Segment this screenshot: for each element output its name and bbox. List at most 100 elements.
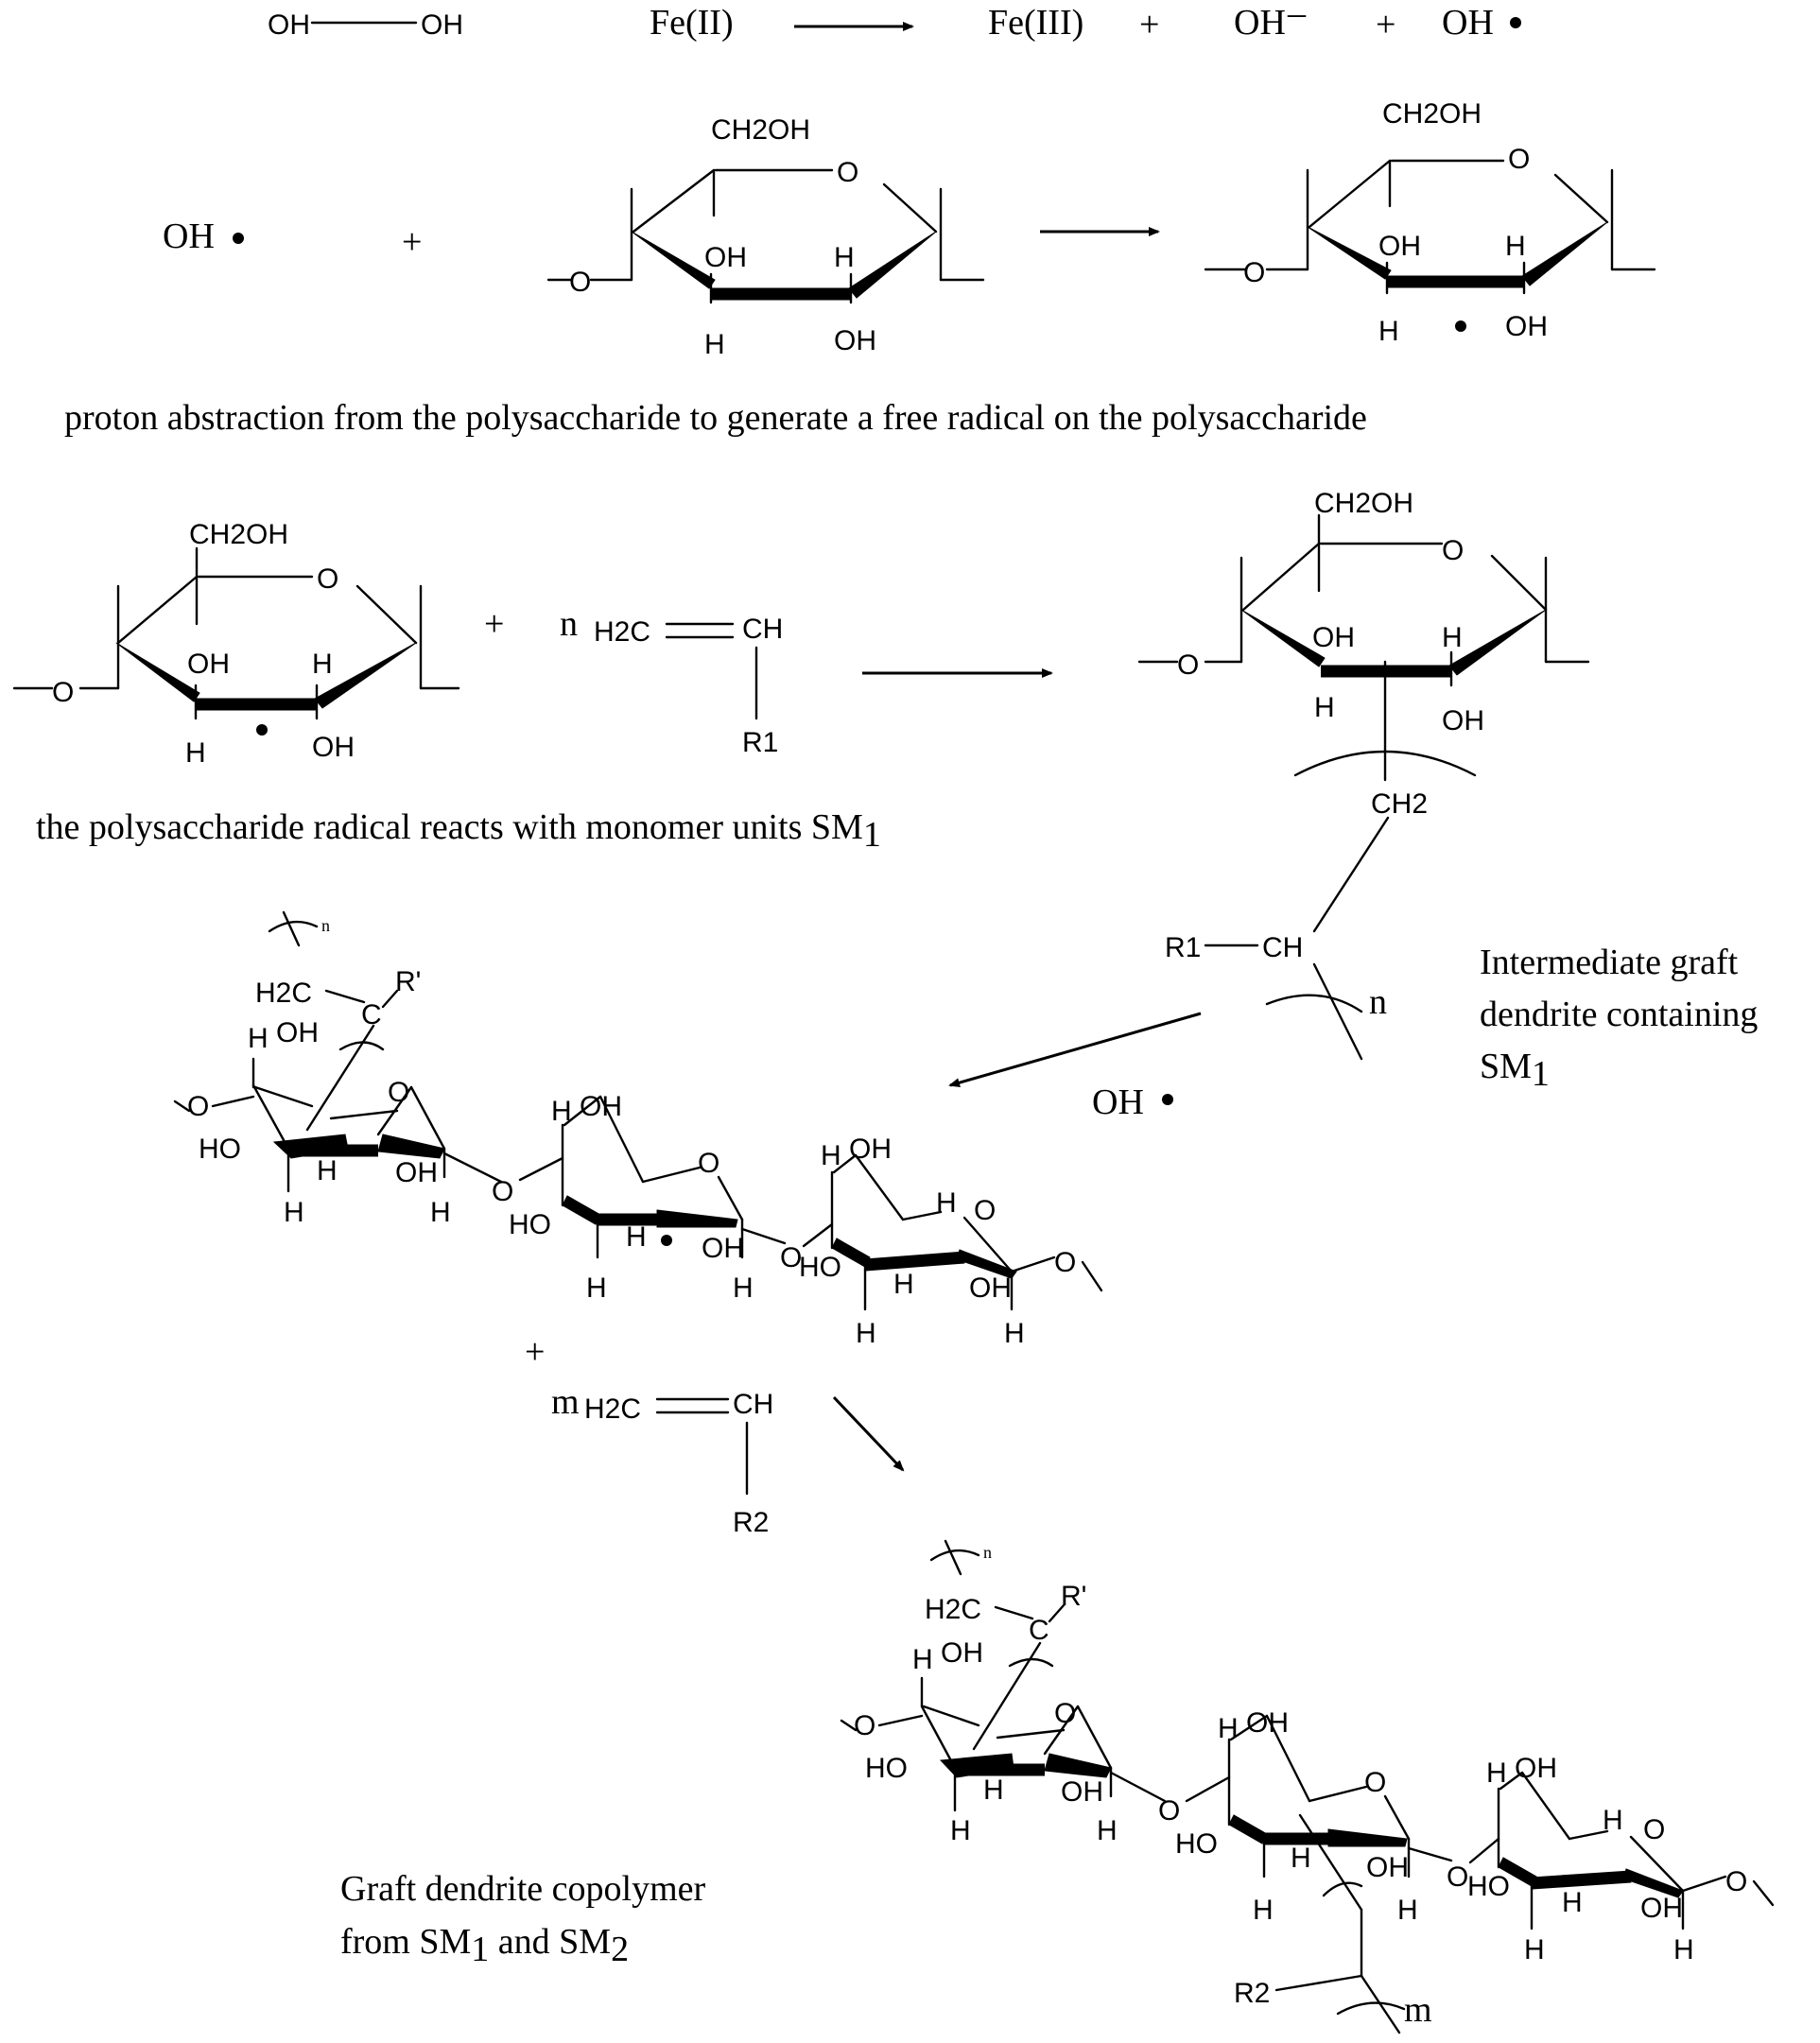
hydroxide-label: OH: [1234, 3, 1286, 43]
ch2oh-label: CH2OH: [1382, 98, 1482, 130]
c1-hydrogen: H: [733, 1273, 754, 1304]
c3-hydrogen: H: [1505, 231, 1526, 262]
c1-hydrogen: H: [1097, 1815, 1118, 1846]
graft-rprime: R': [395, 966, 421, 997]
ring-oxygen: O: [1442, 535, 1464, 566]
monomer-coefficient-m: m: [551, 1382, 580, 1422]
ch2oh-label: CH2OH: [711, 114, 810, 146]
repeat-bracket: [269, 922, 317, 931]
product-glucose-unit-1: H OH O O HO H OH H H O: [841, 1637, 1180, 1846]
hydroxyl-radical-reagent: OH: [1092, 1082, 1144, 1122]
c3-hydrogen: H: [1442, 622, 1463, 653]
glucose-unit-2-radical: H OH O HO H OH H H O: [509, 1091, 802, 1304]
hydrogen-peroxide-oh-left: OH: [268, 9, 310, 41]
graft-r2: R2: [1234, 1978, 1270, 2009]
c2-hydroxyl: OH: [395, 1157, 438, 1188]
c2-hydroxyl: OH: [1378, 231, 1421, 262]
c2-hydroxyl: OH: [1061, 1776, 1103, 1808]
c2-hydroxyl: OH: [1366, 1852, 1409, 1883]
repeat-n: n: [983, 1543, 992, 1562]
intermediate-graft: CH2OH O O OH H H OH CH2 R1 CH n Intermed…: [950, 488, 1758, 1122]
h-label: H: [1486, 1757, 1507, 1789]
reaction-arrow-5: [834, 1397, 903, 1470]
c3-hydroxyl: OH: [1505, 311, 1548, 342]
c2-hydrogen: H: [704, 329, 725, 360]
h-label: H: [821, 1140, 841, 1171]
monomer-ch: CH: [733, 1389, 773, 1420]
repeat-bracket: [931, 1550, 979, 1560]
terminal-oxygen: O: [1054, 1247, 1076, 1278]
caption-proton-abstraction: proton abstraction from the polysacchari…: [64, 398, 1367, 438]
plus-sign: +: [402, 222, 422, 262]
intermediate-label-line2: dendrite containing: [1480, 995, 1758, 1034]
c4-hydroxyl: HO: [509, 1209, 551, 1240]
monomer-r2: R2: [733, 1507, 769, 1538]
ring-oxygen: O: [837, 157, 858, 188]
c3-hydroxyl: OH: [834, 325, 876, 356]
radical-dot: [661, 1235, 672, 1246]
link-oxygen-2: O: [1447, 1861, 1468, 1893]
c3-hydrogen: H: [834, 242, 855, 273]
c5-hydrogen: H: [1603, 1805, 1623, 1836]
c4-hydrogen: H: [1253, 1895, 1274, 1926]
monomer-coefficient-n: n: [560, 604, 578, 644]
monomer-r1: R1: [742, 727, 778, 758]
intermediate-label-line1: Intermediate graft: [1480, 943, 1739, 982]
reaction-monomer-addition: CH2OH O O OH H H OH + n H2C CH R1 the po…: [14, 519, 1051, 855]
ch2oh-oh: OH: [276, 1017, 319, 1048]
glucose-radical-reactant: CH2OH O O OH H H OH: [14, 519, 459, 769]
ring-oxygen: O: [974, 1195, 996, 1226]
iron-ii-label: Fe(II): [650, 3, 734, 43]
c4-hydrogen: H: [284, 1197, 304, 1228]
c2-hydroxyl: OH: [702, 1233, 744, 1264]
ring-oxygen: O: [1508, 144, 1530, 175]
c3-hydrogen: H: [626, 1221, 647, 1253]
ring-oxygen: O: [698, 1148, 719, 1179]
c4-hydroxyl: HO: [199, 1134, 241, 1165]
repeat-n: n: [321, 916, 330, 935]
grafted-polysaccharide-chain: n H2C C R' H OH O O HO: [175, 912, 1101, 1349]
c1-hydrogen: H: [1673, 1934, 1694, 1965]
graft-rprime: R': [1061, 1581, 1086, 1612]
graft-c: C: [361, 999, 382, 1030]
glucose-radical-product: CH2OH O O OH H H OH: [1205, 98, 1655, 347]
link-oxygen-1: O: [1158, 1795, 1180, 1827]
hydroxyl-radical-reactant: OH: [163, 216, 215, 256]
glycosidic-oxygen: O: [1243, 257, 1265, 288]
ring-oxygen: O: [388, 1077, 409, 1108]
c3-hydrogen: H: [983, 1775, 1004, 1806]
c2-hydroxyl: OH: [187, 649, 230, 680]
c2-hydroxyl: OH: [969, 1273, 1012, 1304]
c2-hydroxyl: OH: [1312, 622, 1355, 653]
c5-hydrogen: H: [936, 1187, 957, 1219]
glycosidic-oxygen: O: [52, 677, 74, 708]
h-label: H: [1218, 1713, 1239, 1744]
glycosidic-oxygen: O: [854, 1710, 875, 1741]
iron-iii-label: Fe(III): [988, 3, 1083, 43]
monomer-h2c: H2C: [594, 616, 650, 648]
glycosidic-oxygen: O: [1177, 649, 1199, 681]
hydrogen-peroxide-oh-right: OH: [421, 9, 463, 41]
plus-sign: +: [525, 1332, 545, 1372]
c1-hydrogen: H: [430, 1197, 451, 1228]
h-label: H: [912, 1644, 933, 1675]
radical-dot: [233, 233, 244, 244]
repeat-bracket: [1324, 1883, 1361, 1896]
product-label-line2: from SM1 and SM2: [340, 1922, 629, 1969]
c4-hydroxyl: HO: [865, 1753, 908, 1784]
link-oxygen-1: O: [492, 1176, 513, 1207]
intermediate-r1: R1: [1165, 932, 1201, 963]
c3-hydroxyl: OH: [1442, 705, 1484, 736]
radical-dot: [1455, 320, 1466, 332]
graft-copolymer-product: n H2C C R' H OH O O HO: [340, 1541, 1773, 2033]
intermediate-ch2: CH2: [1371, 788, 1428, 820]
ring-oxygen: O: [1054, 1698, 1076, 1729]
c2-hydroxyl: OH: [1640, 1893, 1683, 1924]
intermediate-label-line3: SM1: [1480, 1047, 1550, 1094]
ring-oxygen: O: [1643, 1814, 1665, 1845]
c3-hydrogen: H: [1562, 1887, 1583, 1918]
glucose-unit-reactant: CH2OH O O OH H H OH: [548, 114, 983, 360]
c3-hydrogen: H: [893, 1269, 914, 1300]
caption-radical-reacts: the polysaccharide radical reacts with m…: [36, 807, 881, 855]
